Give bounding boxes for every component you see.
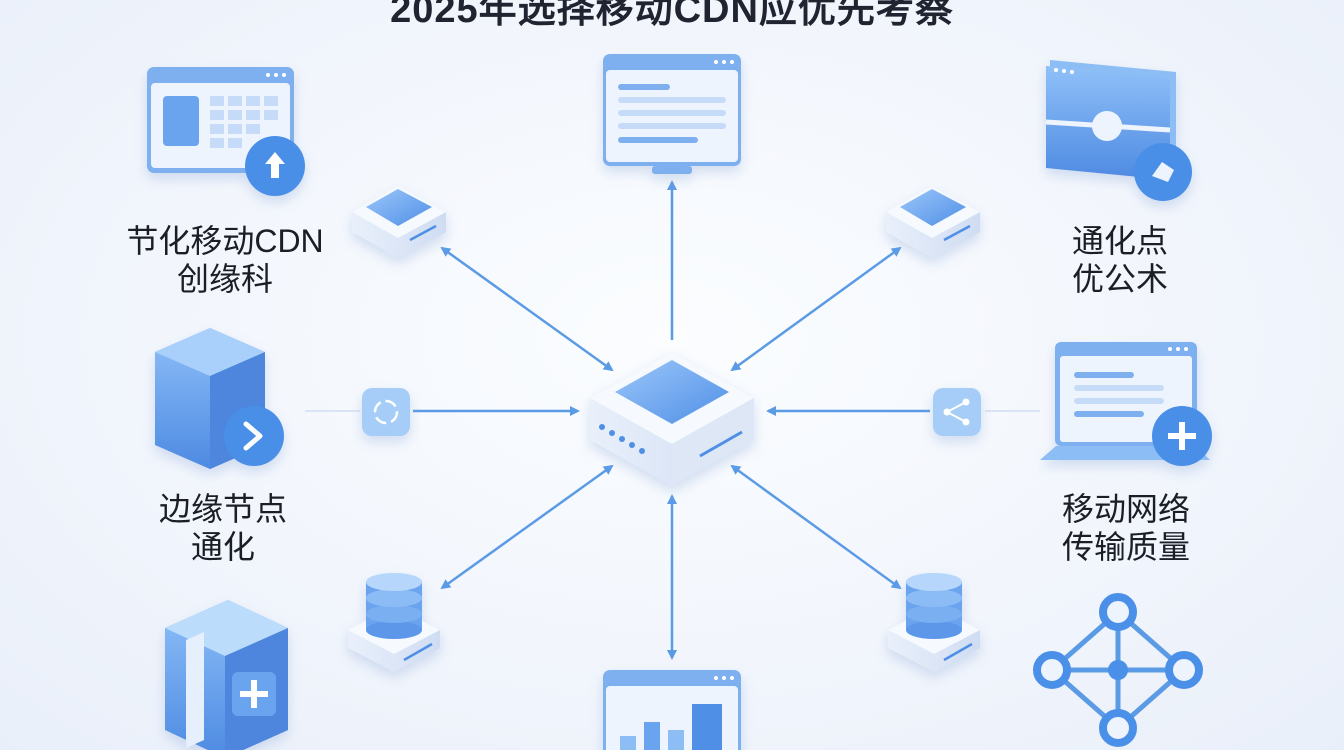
bar-chart-window-icon	[603, 670, 741, 750]
edge-server-icon	[886, 186, 980, 258]
share-icon	[933, 388, 981, 436]
database-server-icon	[888, 573, 980, 672]
label-mid-right: 移动网络 传输质量	[1061, 491, 1190, 565]
arrow-bottom-right	[730, 464, 902, 590]
diagram-title: 2025年选择移动CDN应优先考察	[390, 0, 954, 31]
network-nodes-icon	[1033, 593, 1203, 747]
label-top-right: 通化点 优公术	[1071, 223, 1168, 297]
arrow-top-right	[730, 246, 902, 372]
arrow-top-left	[440, 246, 614, 372]
label-mid-left: 边缘节点 通化	[158, 491, 287, 565]
edge-server-icon	[352, 186, 446, 258]
browser-window-icon	[603, 54, 741, 174]
central-server-icon	[590, 352, 754, 486]
video-window-icon	[1045, 60, 1192, 201]
label-top-left: 节化移动CDN 创缘科	[126, 223, 324, 297]
arrow-bottom-left	[440, 464, 614, 590]
database-server-icon	[348, 573, 440, 672]
laptop-add-icon	[1040, 342, 1212, 466]
sync-icon	[362, 388, 410, 436]
box-add-icon	[165, 600, 288, 750]
connector-arrows	[413, 180, 930, 660]
cube-forward-icon	[155, 328, 284, 469]
dashboard-upload-icon	[147, 67, 305, 196]
